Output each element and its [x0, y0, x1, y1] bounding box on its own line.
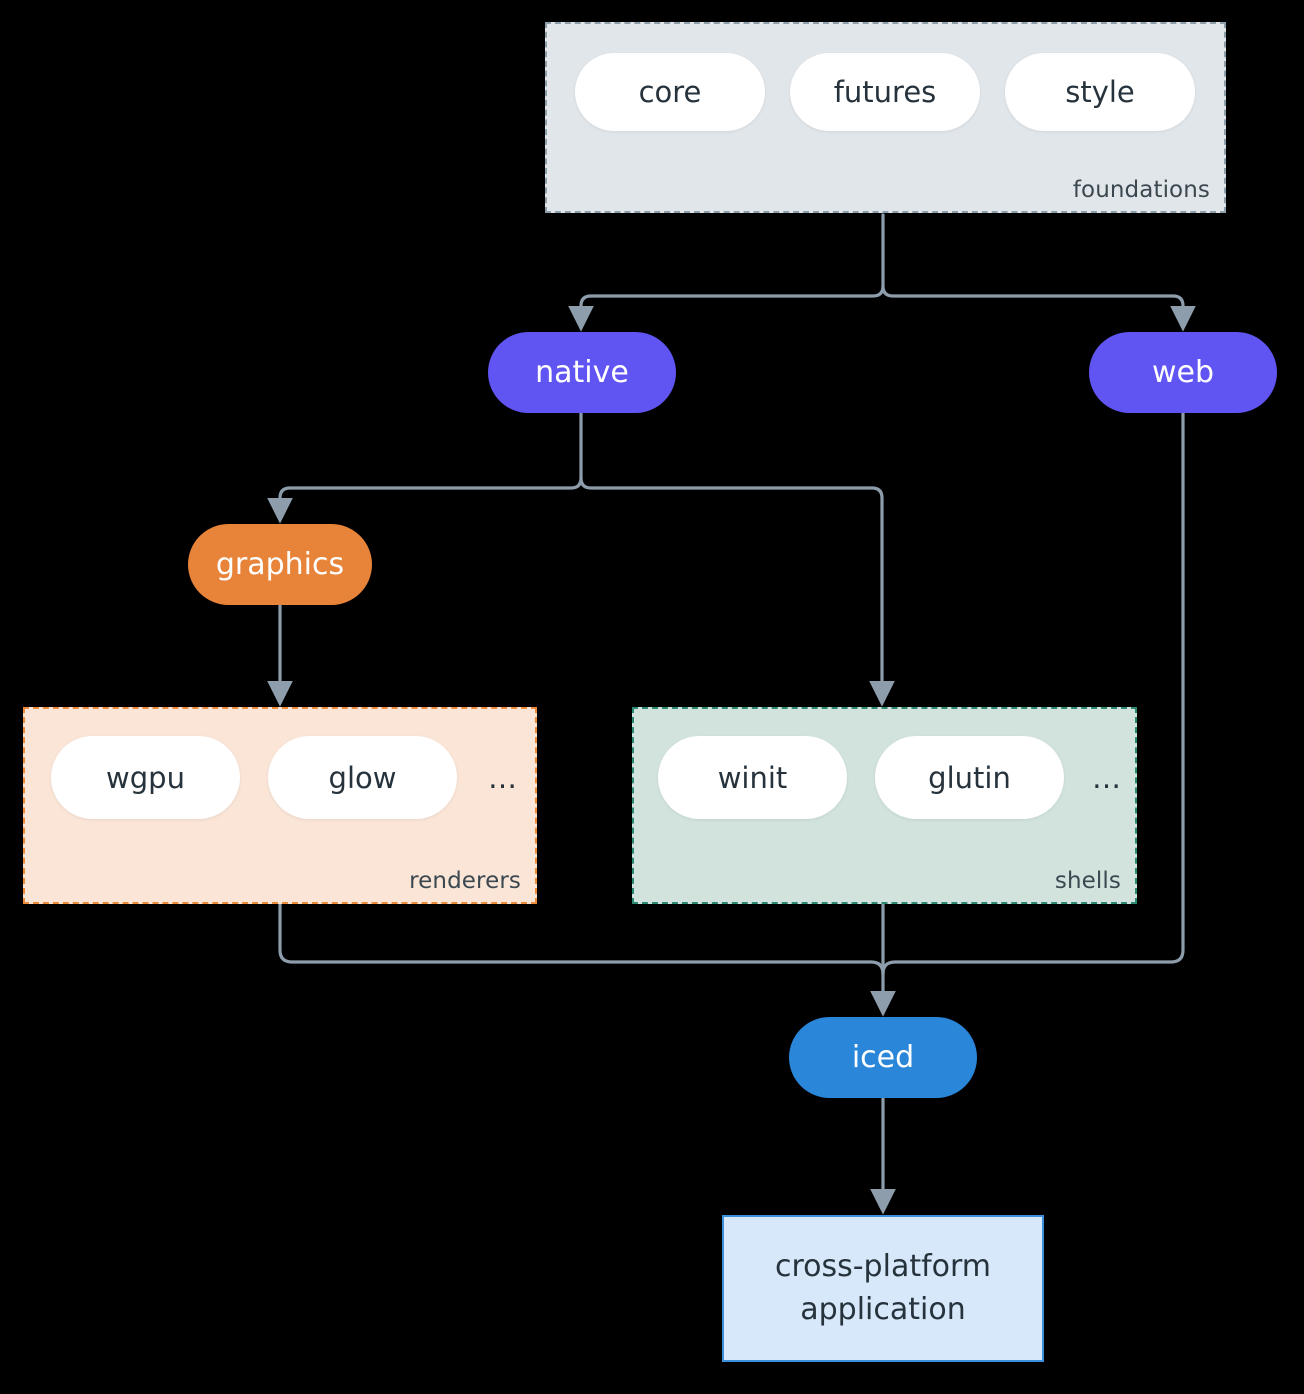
group-label-shells: shells [1054, 868, 1121, 894]
node-iced[interactable]: iced [789, 1017, 977, 1098]
pill-style[interactable]: style [1005, 53, 1195, 131]
application-line-2: application [800, 1291, 966, 1327]
edge-foundations-web [881, 284, 1196, 332]
node-cross-platform-application[interactable]: cross-platform application [722, 1215, 1044, 1362]
node-web[interactable]: web [1089, 332, 1277, 413]
renderers-overflow-ellipsis: … [488, 760, 518, 795]
edge-foundations-native [568, 213, 885, 332]
group-label-renderers: renderers [409, 868, 521, 894]
group-foundations: core futures style foundations [545, 22, 1226, 213]
pill-winit[interactable]: winit [658, 736, 847, 819]
pill-futures[interactable]: futures [790, 53, 980, 131]
pill-glutin[interactable]: glutin [875, 736, 1064, 819]
node-graphics[interactable]: graphics [188, 524, 372, 605]
pill-core[interactable]: core [575, 53, 765, 131]
edge-renderers-iced [278, 902, 896, 1017]
group-renderers: wgpu glow … renderers [23, 707, 537, 904]
pill-wgpu[interactable]: wgpu [51, 736, 240, 819]
edge-native-graphics [267, 411, 583, 524]
node-native[interactable]: native [488, 332, 676, 413]
shells-overflow-ellipsis: … [1092, 760, 1122, 795]
group-label-foundations: foundations [1072, 177, 1210, 203]
application-line-1: cross-platform [774, 1248, 992, 1284]
pill-glow[interactable]: glow [268, 736, 457, 819]
edge-native-shells [579, 476, 895, 707]
group-shells: winit glutin … shells [632, 707, 1137, 904]
